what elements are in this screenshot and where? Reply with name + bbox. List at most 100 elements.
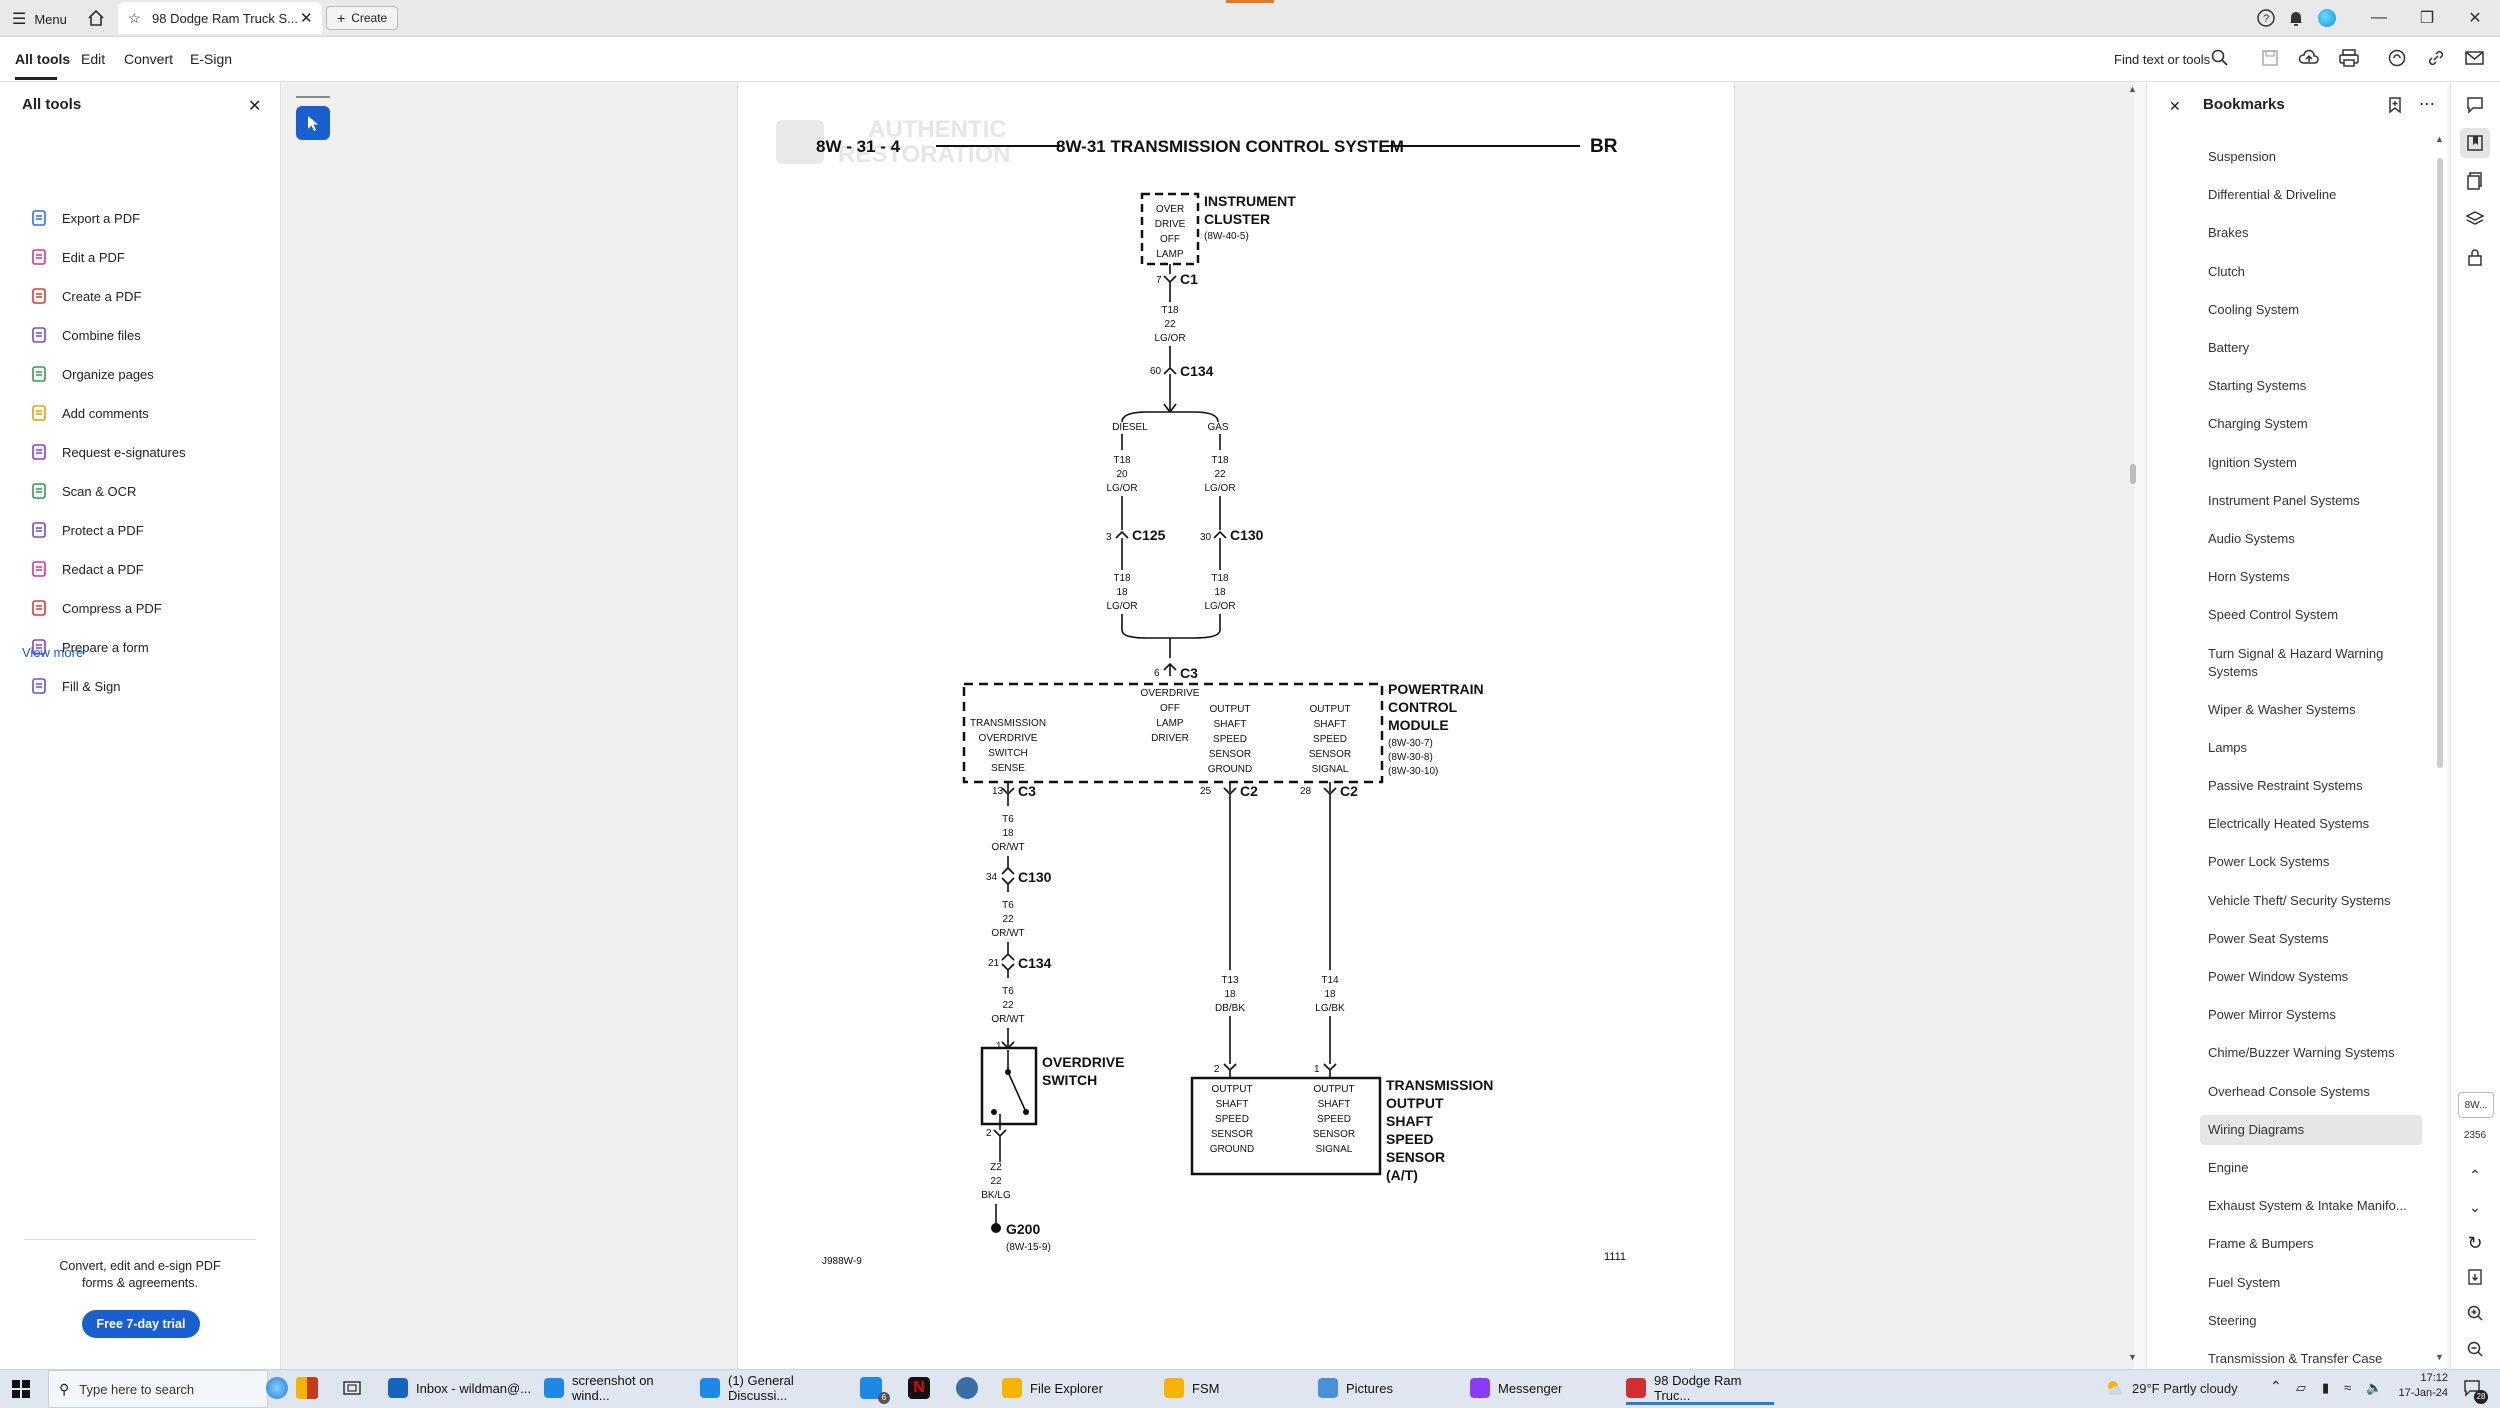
close-bookmarks-icon[interactable]: ✕: [2169, 98, 2181, 114]
tab-all-tools[interactable]: All tools: [15, 51, 71, 67]
page-number-box[interactable]: 8W...: [2458, 1092, 2494, 1118]
scroll-down-arrow-icon[interactable]: ▼: [2128, 1352, 2137, 1362]
bookmark-item[interactable]: Horn Systems: [2208, 569, 2290, 585]
zoom-in-icon[interactable]: [2460, 1298, 2490, 1328]
ai-assistant-icon[interactable]: [2386, 48, 2408, 68]
chevron-down-icon[interactable]: ⌄: [2469, 1198, 2481, 1215]
bookmark-item[interactable]: Turn Signal & Hazard Warning Systems: [2208, 645, 2384, 679]
bookmark-item[interactable]: Speed Control System: [2208, 607, 2339, 623]
taskbar-search-box[interactable]: ⚲ Type here to search: [48, 1370, 268, 1408]
print-icon[interactable]: [2338, 48, 2360, 68]
volume-icon[interactable]: 🔈: [2366, 1380, 2383, 1395]
tool-item[interactable]: Edit a PDF: [30, 242, 125, 272]
taskbar-app[interactable]: (1) General Discussi...: [700, 1369, 850, 1407]
tool-item[interactable]: Add comments: [30, 398, 149, 428]
notification-center-icon[interactable]: [2462, 1378, 2482, 1398]
task-view-icon[interactable]: [342, 1378, 362, 1398]
strip-handle[interactable]: [296, 96, 330, 98]
tool-item[interactable]: Export a PDF: [30, 203, 140, 233]
bookmark-item[interactable]: Suspension: [2208, 149, 2276, 164]
bookmark-item[interactable]: Starting Systems: [2208, 378, 2307, 394]
bookmark-item[interactable]: Audio Systems: [2208, 531, 2295, 546]
bookmark-item[interactable]: Instrument Panel Systems: [2208, 492, 2360, 508]
comment-icon[interactable]: [2460, 90, 2490, 120]
notification-bell-icon[interactable]: [2286, 8, 2306, 28]
bookmark-item[interactable]: Electrically Heated Systems: [2208, 816, 2370, 832]
bookmark-item[interactable]: Vehicle Theft/ Security Systems: [2208, 892, 2391, 908]
close-window-icon[interactable]: ✕: [2468, 10, 2482, 27]
restore-icon[interactable]: ❐: [2419, 10, 2435, 27]
free-trial-button[interactable]: Free 7-day trial: [82, 1310, 200, 1338]
bookmark-item[interactable]: Frame & Bumpers: [2208, 1236, 2314, 1252]
bookmark-item[interactable]: Power Mirror Systems: [2208, 1007, 2336, 1023]
tool-item[interactable]: Compress a PDF: [30, 593, 162, 623]
settings-app-icon[interactable]: [956, 1377, 978, 1399]
upload-cloud-icon[interactable]: [2298, 48, 2320, 68]
tab-convert[interactable]: Convert: [124, 51, 174, 67]
zoom-out-icon[interactable]: [2460, 1334, 2490, 1364]
bookmarks-rail-icon[interactable]: [2460, 128, 2490, 158]
taskbar-app[interactable]: FSM: [1164, 1369, 1314, 1407]
search-icon[interactable]: [2210, 48, 2230, 68]
scrollbar-thumb[interactable]: [2130, 464, 2136, 484]
tray-chevron-up-icon[interactable]: ⌃: [2270, 1378, 2282, 1394]
save-icon[interactable]: [2260, 48, 2280, 68]
save-page-icon[interactable]: [2460, 1262, 2490, 1292]
close-panel-icon[interactable]: ✕: [248, 98, 262, 115]
bookmark-item[interactable]: Exhaust System & Intake Manifo...: [2208, 1198, 2407, 1214]
home-icon[interactable]: [86, 8, 106, 28]
lock-icon[interactable]: [2460, 242, 2490, 272]
taskbar-app[interactable]: Inbox - wildman@...: [388, 1369, 538, 1407]
chevron-up-icon[interactable]: ⌃: [2469, 1166, 2481, 1183]
vertical-scrollbar[interactable]: ▲ ▼: [2128, 84, 2138, 1364]
pages-thumbnail-icon[interactable]: [2460, 166, 2490, 196]
bookmark-item[interactable]: Steering: [2208, 1312, 2257, 1328]
bookmark-item[interactable]: Power Lock Systems: [2208, 854, 2330, 870]
tab-esign[interactable]: E-Sign: [190, 51, 233, 67]
bookmark-item[interactable]: Engine: [2208, 1160, 2249, 1175]
tool-item[interactable]: Organize pages: [30, 359, 154, 389]
bookmark-item[interactable]: Brakes: [2208, 225, 2249, 241]
email-icon[interactable]: [2464, 49, 2486, 67]
bookmark-item[interactable]: Fuel System: [2208, 1274, 2281, 1290]
scroll-down-arrow-icon[interactable]: ▼: [2435, 1352, 2444, 1362]
create-button[interactable]: + Create: [326, 6, 399, 30]
tab-document[interactable]: ☆ 98 Dodge Ram Truck S... ✕: [118, 2, 322, 34]
taskbar-app[interactable]: Pictures: [1318, 1369, 1468, 1407]
wifi-icon[interactable]: ≈: [2344, 1380, 2352, 1395]
tool-item[interactable]: Combine files: [30, 320, 141, 350]
rotate-icon[interactable]: ↻: [2467, 1232, 2483, 1253]
scrollbar-thumb[interactable]: [2437, 158, 2443, 768]
tool-item[interactable]: Prepare a form: [30, 632, 149, 662]
bookmark-item[interactable]: Battery: [2208, 340, 2250, 355]
bookmark-item[interactable]: Chime/Buzzer Warning Systems: [2208, 1045, 2395, 1061]
bookmark-item[interactable]: Overhead Console Systems: [2208, 1083, 2370, 1099]
menu-button[interactable]: ☰ Menu: [12, 9, 67, 29]
add-bookmark-icon[interactable]: [2387, 96, 2403, 114]
close-tab-icon[interactable]: ✕: [300, 10, 313, 27]
tab-edit[interactable]: Edit: [81, 51, 106, 67]
bookmark-item[interactable]: Wiring Diagrams: [2208, 1121, 2305, 1137]
bookmark-item[interactable]: Charging System: [2208, 416, 2308, 432]
more-options-icon[interactable]: ⋯: [2419, 96, 2435, 113]
taskbar-app[interactable]: 98 Dodge Ram Truc...: [1626, 1369, 1776, 1407]
taskbar-app[interactable]: screenshot on wind...: [544, 1369, 694, 1407]
tool-item[interactable]: Request e-signatures: [30, 437, 186, 467]
mail-app-icon[interactable]: [860, 1377, 882, 1399]
bookmark-item[interactable]: Cooling System: [2208, 301, 2300, 317]
find-text-label[interactable]: Find text or tools: [2114, 52, 2211, 67]
bookmark-item[interactable]: Differential & Driveline: [2208, 187, 2337, 203]
bookmark-item[interactable]: Power Seat Systems: [2208, 930, 2329, 946]
layers-icon[interactable]: [2460, 204, 2490, 234]
help-icon[interactable]: ?: [2256, 8, 2276, 28]
taskbar-app[interactable]: File Explorer: [1002, 1369, 1152, 1407]
taskbar-app[interactable]: Messenger: [1470, 1369, 1620, 1407]
select-tool-button[interactable]: [296, 106, 330, 140]
pinned-app-icon[interactable]: [296, 1377, 318, 1399]
scroll-up-arrow-icon[interactable]: ▲: [2128, 84, 2137, 94]
windows-start-icon[interactable]: [12, 1380, 30, 1398]
bookmark-item[interactable]: Clutch: [2208, 263, 2245, 279]
star-icon[interactable]: ☆: [128, 10, 141, 26]
bookmark-item[interactable]: Lamps: [2208, 739, 2248, 755]
bookmark-item[interactable]: Wiper & Washer Systems: [2208, 701, 2356, 717]
